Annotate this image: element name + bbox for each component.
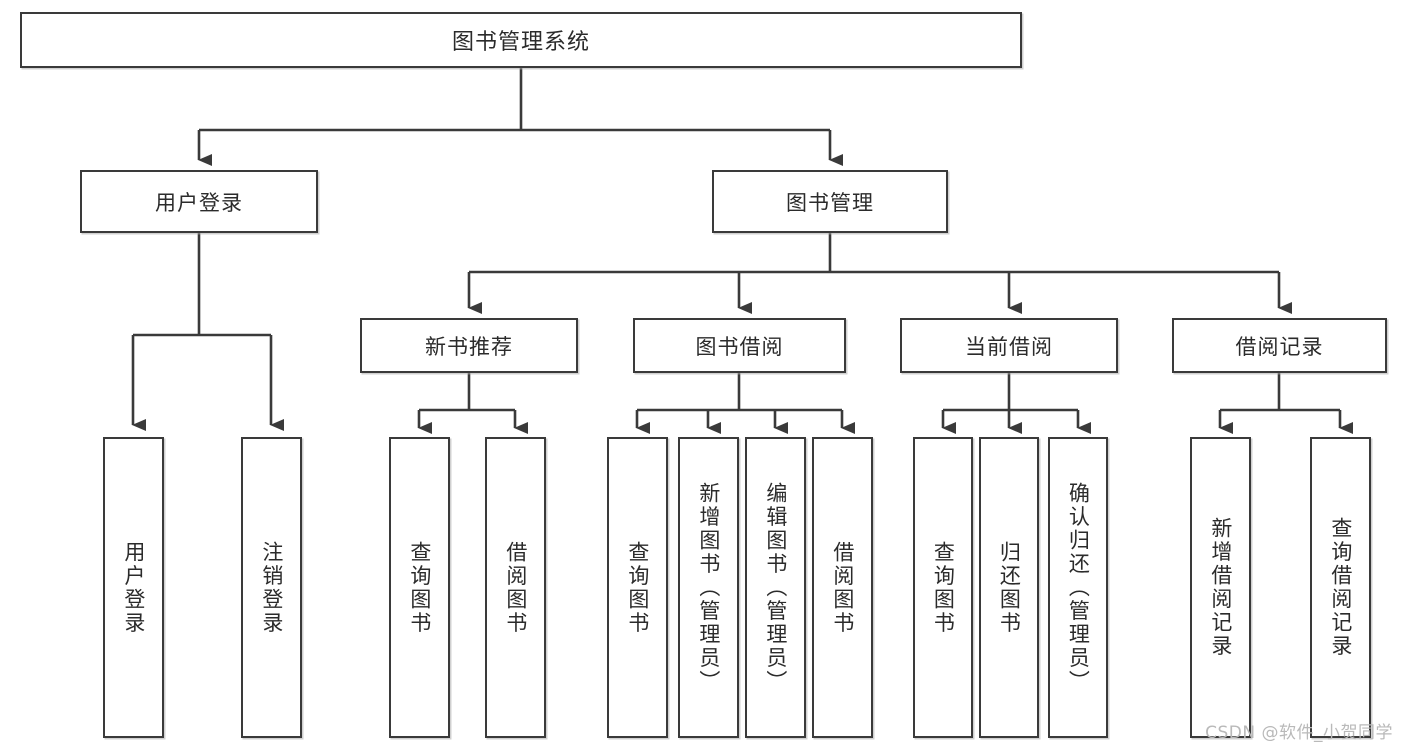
node-label: 图书管理系统 bbox=[451, 30, 590, 55]
node-label: 新书推荐 bbox=[425, 334, 513, 359]
node-user-login[interactable]: 用户登录 bbox=[80, 170, 318, 233]
node-label: 借阅图书 bbox=[503, 540, 528, 635]
node-leaf-confirm-return-admin[interactable]: 确认归还（管理员） bbox=[1048, 437, 1108, 738]
node-label: 图书管理 bbox=[786, 190, 874, 215]
node-current-borrow[interactable]: 当前借阅 bbox=[900, 318, 1118, 373]
node-leaf-borrow-book-1[interactable]: 借阅图书 bbox=[485, 437, 546, 738]
node-label: 查询图书 bbox=[625, 540, 650, 635]
node-leaf-query-borrow-record[interactable]: 查询借阅记录 bbox=[1310, 437, 1371, 738]
node-leaf-logout[interactable]: 注销登录 bbox=[241, 437, 302, 738]
node-book-borrow[interactable]: 图书借阅 bbox=[633, 318, 846, 373]
node-label: 查询图书 bbox=[407, 540, 432, 635]
node-label: 编辑图书（管理员） bbox=[763, 481, 788, 694]
node-leaf-return-book[interactable]: 归还图书 bbox=[979, 437, 1039, 738]
node-leaf-add-book-admin[interactable]: 新增图书（管理员） bbox=[678, 437, 739, 738]
node-label: 借阅图书 bbox=[830, 540, 855, 635]
node-label: 归还图书 bbox=[997, 540, 1022, 635]
csdn-watermark: CSDN @软件_小贺同学 bbox=[1205, 723, 1393, 743]
node-leaf-user-login[interactable]: 用户登录 bbox=[103, 437, 164, 738]
node-leaf-query-book-3[interactable]: 查询图书 bbox=[913, 437, 973, 738]
node-label: 当前借阅 bbox=[965, 334, 1053, 359]
node-label: 查询借阅记录 bbox=[1328, 517, 1353, 658]
node-label: 图书借阅 bbox=[695, 334, 784, 359]
node-leaf-query-book-1[interactable]: 查询图书 bbox=[389, 437, 450, 738]
node-label: 确认归还（管理员） bbox=[1066, 481, 1091, 694]
node-leaf-edit-book-admin[interactable]: 编辑图书（管理员） bbox=[745, 437, 806, 738]
node-label: 查询图书 bbox=[931, 540, 956, 635]
node-new-book-recommend[interactable]: 新书推荐 bbox=[360, 318, 578, 373]
node-label: 注销登录 bbox=[259, 540, 284, 635]
node-label: 新增图书（管理员） bbox=[696, 481, 721, 694]
node-root-book-management-system[interactable]: 图书管理系统 bbox=[20, 12, 1022, 68]
node-book-management[interactable]: 图书管理 bbox=[712, 170, 948, 233]
node-leaf-add-borrow-record[interactable]: 新增借阅记录 bbox=[1190, 437, 1251, 738]
node-label: 用户登录 bbox=[121, 540, 146, 635]
node-leaf-query-book-2[interactable]: 查询图书 bbox=[607, 437, 668, 738]
node-borrow-record[interactable]: 借阅记录 bbox=[1172, 318, 1387, 373]
node-leaf-borrow-book-2[interactable]: 借阅图书 bbox=[812, 437, 873, 738]
node-label: 用户登录 bbox=[155, 190, 243, 215]
node-label: 新增借阅记录 bbox=[1208, 517, 1233, 658]
node-label: 借阅记录 bbox=[1235, 334, 1324, 359]
